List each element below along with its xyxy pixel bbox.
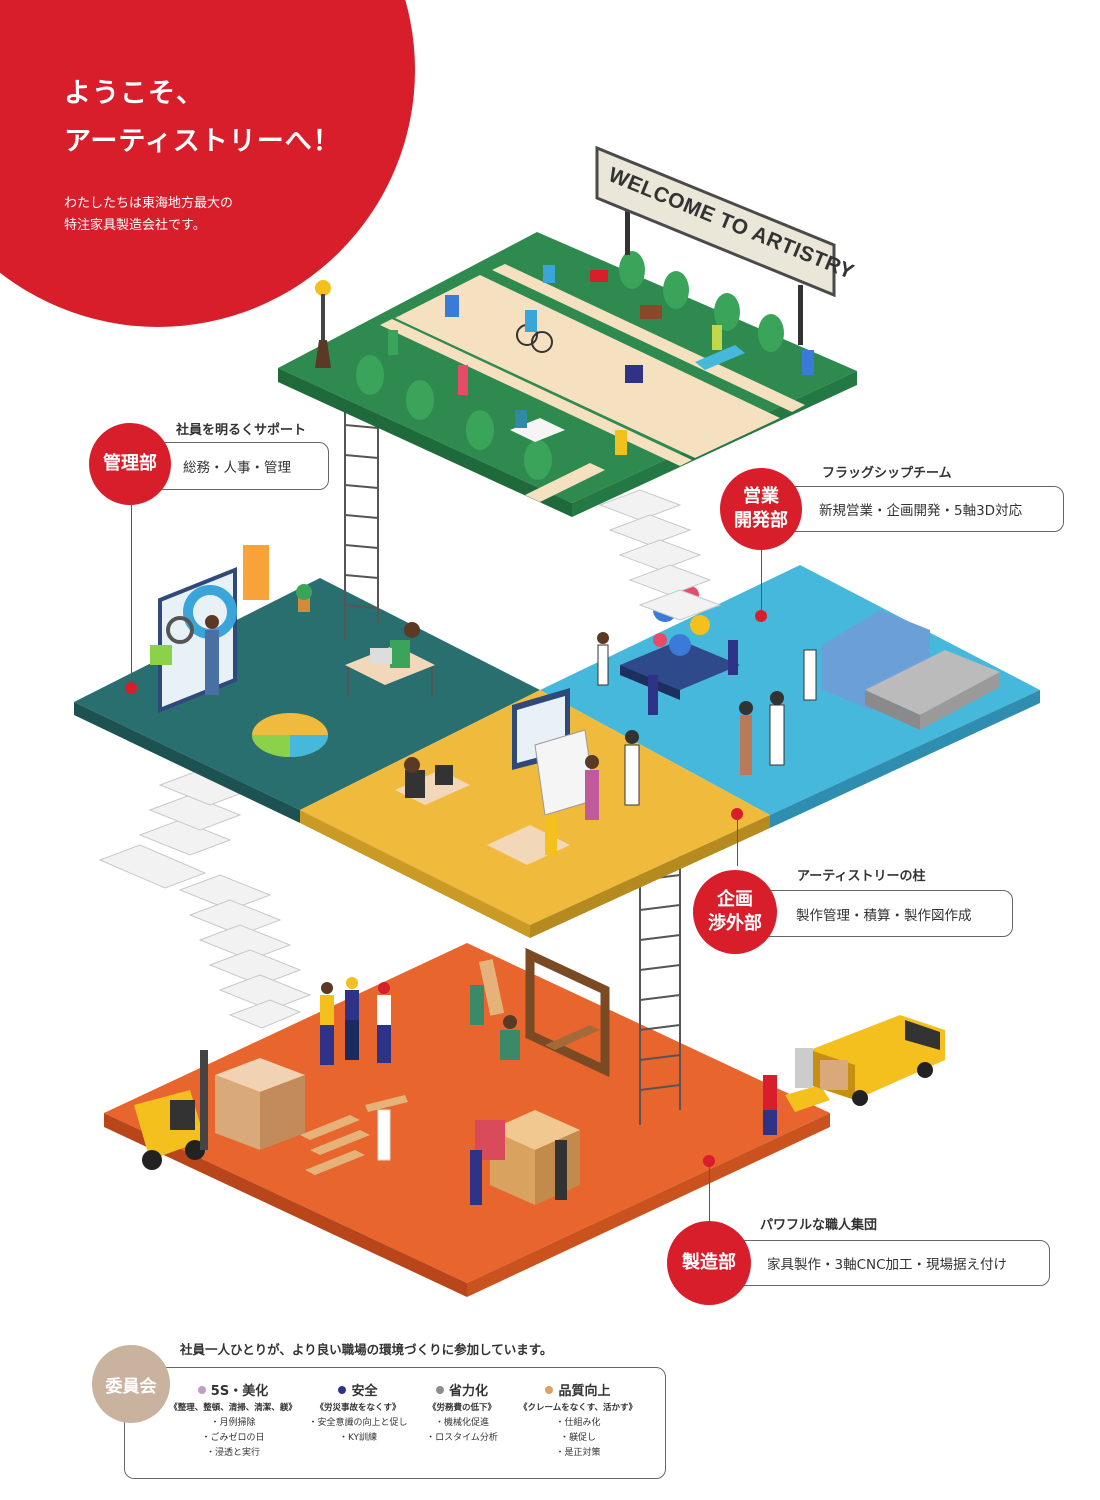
top-ladder [344, 400, 379, 640]
manufacturing-dept-box: 家具製作・3軸CNC加工・現場据え付け [710, 1240, 1050, 1286]
committee-labor-title: 省力化 [448, 1384, 488, 1399]
committee-5s-item: ・浸透と実行 [205, 1448, 260, 1458]
planning-dept-name-line1: 企画 [717, 889, 753, 910]
admin-dept-description: 総務・人事・管理 [183, 460, 291, 476]
committee-label: 委員会 [105, 1376, 157, 1397]
committee-column-5s: 5S・美化 《整理、整頓、清掃、清潔、躾》 ・月例掃除 ・ごみゼロの日 ・浸透と… [168, 1380, 298, 1461]
committee-labor-subtitle: 《労務費の低下》 [427, 1403, 496, 1413]
manufacturing-dept-name: 製造部 [682, 1252, 736, 1273]
park-floor [278, 232, 857, 517]
park-people [388, 265, 814, 455]
admin-connector-dot [125, 682, 137, 694]
committee-safety-title: 安全 [351, 1384, 378, 1399]
lamp-post [315, 280, 331, 368]
cabinet-frame [525, 947, 610, 1078]
committee-safety-item: ・KY訓練 [338, 1433, 378, 1443]
worker-carrying-plank [365, 1095, 408, 1161]
committee-quality-subtitle: 《クレームをなくす、活かす》 [518, 1403, 638, 1413]
sales-dept-name-line1: 営業 [743, 486, 779, 507]
sales-dept-tagline: フラッグシップチーム [822, 466, 952, 481]
bullet-dot-icon [435, 1386, 444, 1394]
committee-badge: 委員会 [92, 1345, 170, 1423]
hero-desc-line2: 特注家具製造会社です。 [64, 218, 206, 233]
planning-connector-line [737, 814, 738, 866]
hero-desc-line1: わたしたちは東海地方最大の [64, 196, 234, 211]
committee-quality-item: ・是正対策 [555, 1448, 601, 1458]
planning-dept-description: 製作管理・積算・製作図作成 [796, 907, 972, 924]
committee-5s-subtitle: 《整理、整頓、清掃、清潔、躾》 [169, 1403, 297, 1413]
committee-column-safety: 安全 《労災事故をなくす》 ・安全意識の向上と促し ・KY訓練 [293, 1380, 423, 1446]
sign-posts [625, 195, 803, 345]
workers-group [320, 977, 391, 1065]
sales-dept-box: 新規営業・企画開発・5軸3D対応 [762, 486, 1064, 532]
wood-planks [300, 1115, 370, 1175]
sales-connector-line [761, 550, 762, 616]
committee-5s-item: ・ごみゼロの日 [201, 1433, 265, 1443]
bullet-dot-icon [545, 1386, 554, 1394]
manufacturing-dept-description: 家具製作・3軸CNC加工・現場据え付け [767, 1257, 1008, 1273]
sales-dept-description: 新規営業・企画開発・5軸3D対応 [819, 503, 1023, 519]
planning-dept-name-line2: 渉外部 [708, 913, 762, 934]
pallet-jack-worker [763, 1075, 830, 1135]
committee-column-labor-saving: 省力化 《労務費の低下》 ・機械化促進 ・ロスタイム分析 [397, 1380, 527, 1446]
committee-5s-item: ・月例掃除 [210, 1418, 256, 1428]
forklift [134, 1050, 208, 1170]
hero-description: わたしたちは東海地方最大の 特注家具製造会社です。 [64, 193, 233, 237]
committee-column-quality: 品質向上 《クレームをなくす、活かす》 ・仕組み化 ・躾促し ・是正対策 [513, 1380, 643, 1461]
bullet-dot-icon [338, 1386, 347, 1394]
committee-quality-item: ・仕組み化 [555, 1418, 601, 1428]
committee-box [124, 1367, 666, 1479]
bullet-dot-icon [197, 1386, 206, 1394]
hero-title-line1: ようこそ、 [64, 78, 204, 109]
pallet-boxes [215, 1058, 305, 1150]
manufacturing-connector-line [709, 1161, 710, 1221]
planning-details [395, 688, 640, 865]
delivery-van [795, 1015, 945, 1106]
admin-dept-name: 管理部 [103, 453, 157, 474]
hero-title: ようこそ、 アーティストリーへ！ [64, 70, 341, 166]
stacked-boxes [470, 1110, 580, 1205]
committee-labor-item: ・機械化促進 [434, 1418, 489, 1428]
sales-dept-name-line2: 開発部 [734, 510, 788, 531]
park-trees [356, 251, 784, 480]
committee-5s-title: 5S・美化 [210, 1384, 269, 1399]
admin-dept-badge: 管理部 [89, 423, 171, 505]
manufacturing-dept-tagline: パワフルな職人集団 [760, 1218, 878, 1233]
committee-intro: 社員一人ひとりが、より良い職場の環境づくりに参加しています。 [180, 1342, 553, 1357]
committee-labor-item: ・ロスタイム分析 [426, 1433, 498, 1443]
hero-red-circle [0, 0, 415, 327]
planning-dept-tagline: アーティストリーの柱 [797, 869, 926, 884]
committee-safety-subtitle: 《労災事故をなくす》 [315, 1403, 401, 1413]
admin-dept-tagline: 社員を明るくサポート [176, 423, 307, 438]
worker-carrying-board [470, 959, 505, 1025]
hero-title-line2: アーティストリーへ！ [64, 126, 341, 157]
admin-details [150, 545, 435, 757]
manufacturing-dept-badge: 製造部 [667, 1221, 751, 1305]
worker-kneeling [500, 1015, 520, 1060]
sales-connector-dot [755, 610, 767, 622]
committee-quality-title: 品質向上 [558, 1384, 611, 1399]
committee-safety-item: ・安全意識の向上と促し [308, 1418, 408, 1428]
left-staircase [98, 744, 312, 1029]
right-staircase [598, 489, 722, 621]
admin-connector-line [131, 505, 132, 688]
planning-dept-badge: 企画 渉外部 [693, 870, 777, 954]
planning-dept-box: 製作管理・積算・製作図作成 [737, 890, 1013, 937]
sales-dept-badge: 営業 開発部 [720, 468, 802, 550]
committee-quality-item: ・躾促し [559, 1433, 596, 1443]
